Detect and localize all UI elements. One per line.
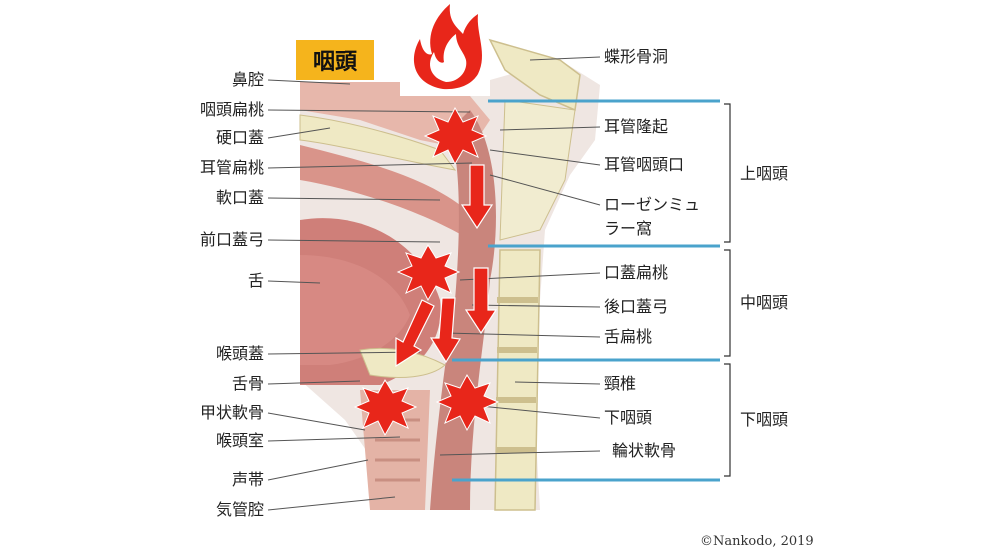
label-palatoglossal-arch: 前口蓋弓 (199, 230, 264, 249)
label-tracheal-lumen: 気管腔 (215, 500, 264, 519)
label-cricoid-cartilage: 輪状軟骨 (612, 441, 677, 460)
label-palatopharyngeal-arch: 後口蓋弓 (604, 297, 669, 316)
label-tongue: 舌 (247, 271, 264, 290)
label-thyroid-cartilage: 甲状軟骨 (199, 403, 264, 422)
label-rosenmuller-2: ラー窩 (604, 219, 653, 238)
spine-discs (496, 297, 538, 453)
label-laryngeal-ventricle: 喉頭室 (215, 431, 264, 450)
label-tubal-tonsil: 耳管扁桃 (199, 158, 264, 177)
label-sphenoid-sinus: 蝶形骨洞 (604, 47, 669, 66)
cervical-spine (494, 249, 541, 511)
label-pharyngeal-tonsil: 咽頭扁桃 (199, 100, 264, 119)
label-palatine-tonsil: 口蓋扁桃 (604, 263, 669, 282)
arrow-down-icon (395, 164, 498, 368)
label-torus-tubarius: 耳管隆起 (604, 117, 669, 136)
label-hypopharynx: 下咽頭 (604, 408, 653, 427)
region-mesopharynx: 中咽頭 (740, 293, 789, 312)
label-hyoid-bone: 舌骨 (231, 374, 264, 393)
mid-region-bracket (724, 249, 731, 357)
region-hypopharynx: 下咽頭 (740, 410, 789, 429)
upper-region-bracket (724, 103, 731, 243)
label-pharyngeal-orifice: 耳管咽頭口 (604, 155, 685, 174)
label-cervical-vertebra: 頸椎 (604, 374, 637, 393)
title-badge: 咽頭 (296, 40, 374, 80)
label-rosenmuller-1: ローゼンミュ (604, 195, 701, 214)
label-hard-palate: 硬口蓋 (215, 128, 264, 147)
label-vocal-cords: 声帯 (231, 470, 264, 489)
inflammation-burst-icon (353, 106, 500, 437)
left-leader-lines (267, 79, 473, 511)
label-epiglottis: 喉頭蓋 (215, 344, 264, 363)
copyright-text: ©Nankodo, 2019 (700, 534, 814, 549)
hard-palate (299, 114, 457, 171)
region-epipharynx: 上咽頭 (740, 164, 789, 183)
tongue-muscle (300, 255, 410, 365)
lower-region-bracket (724, 363, 731, 477)
label-soft-palate: 軟口蓋 (215, 188, 264, 207)
label-lingual-tonsil: 舌扁桃 (604, 327, 653, 346)
epiglottis-shape (359, 347, 446, 379)
soft-palate (300, 145, 470, 240)
flame-icon (413, 4, 483, 90)
clivus (499, 99, 576, 241)
label-nasal-cavity: 鼻腔 (231, 70, 264, 89)
